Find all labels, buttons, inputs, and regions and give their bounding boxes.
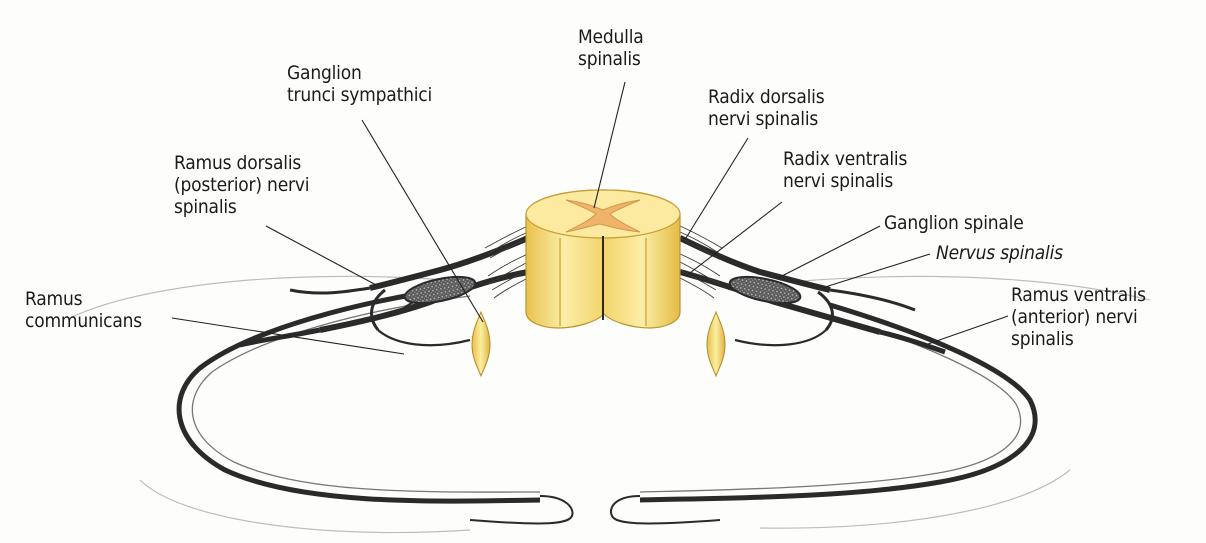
left-spinal-nerve	[239, 235, 530, 348]
label-ganglion-trunci-sympathici-line-1: Ganglion	[287, 62, 362, 84]
ramus-ventralis-loop-right	[639, 302, 1038, 503]
label-ramus-dorsalis-line-3: spinalis	[174, 196, 237, 218]
leader-lines	[171, 81, 1009, 355]
leader-ramus-ventralis	[927, 315, 1009, 345]
leader-radix-ventralis	[685, 201, 783, 277]
sympathetic-ganglion-left	[471, 310, 491, 378]
leader-radix-dorsalis	[685, 137, 749, 239]
label-ganglion-trunci-sympathici-line-2: trunci sympathici	[287, 84, 433, 106]
label-radix-dorsalis-line-2: nervi spinalis	[708, 108, 819, 130]
label-nervus-spinalis: Nervus spinalis	[936, 242, 1063, 264]
label-ramus-dorsalis-line-2: (posterior) nervi	[174, 174, 310, 196]
label-ramus-ventralis-line-3: spinalis	[1011, 328, 1074, 350]
label-ramus-communicans: Ramus communicans	[25, 288, 142, 332]
label-radix-dorsalis-line-1: Radix dorsalis	[708, 86, 825, 108]
label-medulla-spinalis-line-1: Medulla	[578, 26, 644, 48]
leader-nervus-spinalis	[821, 253, 931, 289]
ventral-midline	[469, 495, 721, 525]
label-radix-ventralis-line-2: nervi spinalis	[783, 170, 894, 192]
label-nervus-spinalis-line-1: Nervus spinalis	[936, 242, 1063, 264]
right-spinal-nerve	[678, 235, 946, 355]
label-ramus-communicans-line-1: Ramus	[25, 288, 83, 310]
spinal-cord	[525, 189, 681, 329]
ramus-ventralis-loop-left	[176, 283, 541, 504]
leader-ramus-communicans	[171, 317, 405, 355]
label-ganglion-spinale: Ganglion spinale	[884, 212, 1024, 234]
label-ramus-dorsalis: Ramus dorsalis (posterior) nervi spinali…	[174, 152, 309, 218]
label-medulla-spinalis: Medulla spinalis	[578, 26, 644, 70]
leader-ganglion-trunci-sympathici	[361, 119, 484, 323]
label-ramus-ventralis-line-1: Ramus ventralis	[1011, 284, 1146, 306]
label-radix-ventralis: Radix ventralis nervi spinalis	[783, 148, 907, 192]
sympathetic-ganglion-right	[706, 310, 726, 378]
label-ganglion-spinale-line-1: Ganglion spinale	[884, 212, 1024, 234]
label-ganglion-trunci-sympathici: Ganglion trunci sympathici	[287, 62, 432, 106]
leader-ganglion-spinale	[777, 225, 881, 279]
label-ramus-dorsalis-line-1: Ramus dorsalis	[174, 152, 302, 174]
label-radix-dorsalis: Radix dorsalis nervi spinalis	[708, 86, 825, 130]
leader-medulla-spinalis	[593, 81, 626, 209]
label-ramus-ventralis: Ramus ventralis (anterior) nervi spinali…	[1011, 284, 1146, 350]
label-ramus-communicans-line-2: communicans	[25, 310, 142, 332]
rootlets-right	[679, 225, 723, 299]
label-medulla-spinalis-line-2: spinalis	[578, 48, 641, 70]
label-radix-ventralis-line-1: Radix ventralis	[783, 148, 908, 170]
leader-ramus-dorsalis	[265, 225, 379, 287]
label-ramus-ventralis-line-2: (anterior) nervi	[1011, 306, 1138, 328]
rootlets-left	[484, 225, 529, 299]
